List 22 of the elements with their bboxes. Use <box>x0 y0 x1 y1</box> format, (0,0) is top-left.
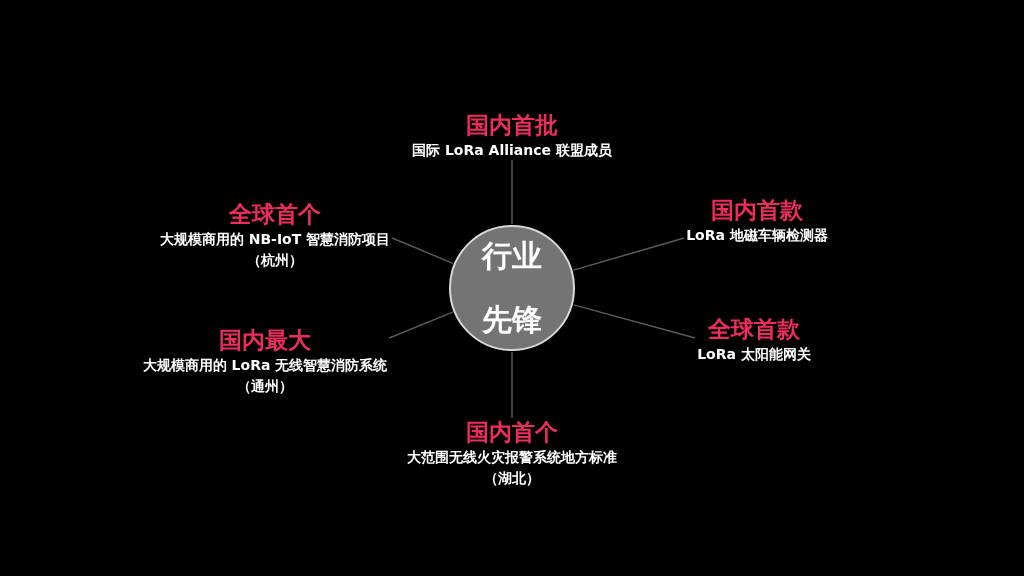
heading: 全球首款 <box>708 315 800 343</box>
hub-circle: 行业先锋 <box>449 225 575 351</box>
description: 国际 LoRa Alliance 联盟成员 <box>412 141 612 160</box>
description: 大范围无线火灾报警系统地方标准 <box>407 447 617 467</box>
description: 大规模商用的 LoRa 无线智慧消防系统 <box>142 355 388 375</box>
description: 大规模商用的 NB-IoT 智慧消防项目 <box>159 229 391 249</box>
location-note: （杭州） <box>247 250 303 270</box>
connector-line <box>573 304 696 339</box>
heading: 国内首款 <box>711 196 803 224</box>
heading: 全球首个 <box>229 199 321 228</box>
heading: 国内首个 <box>466 417 558 446</box>
location-note: （通州） <box>237 376 293 396</box>
connector-line <box>511 159 513 225</box>
description: LoRa 太阳能网关 <box>697 345 811 364</box>
connector-line <box>391 237 454 265</box>
connector-line <box>511 351 513 419</box>
heading: 国内最大 <box>219 325 311 354</box>
connector-line <box>388 311 454 339</box>
description: LoRa 地磁车辆检测器 <box>686 226 828 245</box>
heading: 国内首批 <box>466 111 558 139</box>
connector-line <box>572 237 685 271</box>
location-note: （湖北） <box>484 468 540 488</box>
